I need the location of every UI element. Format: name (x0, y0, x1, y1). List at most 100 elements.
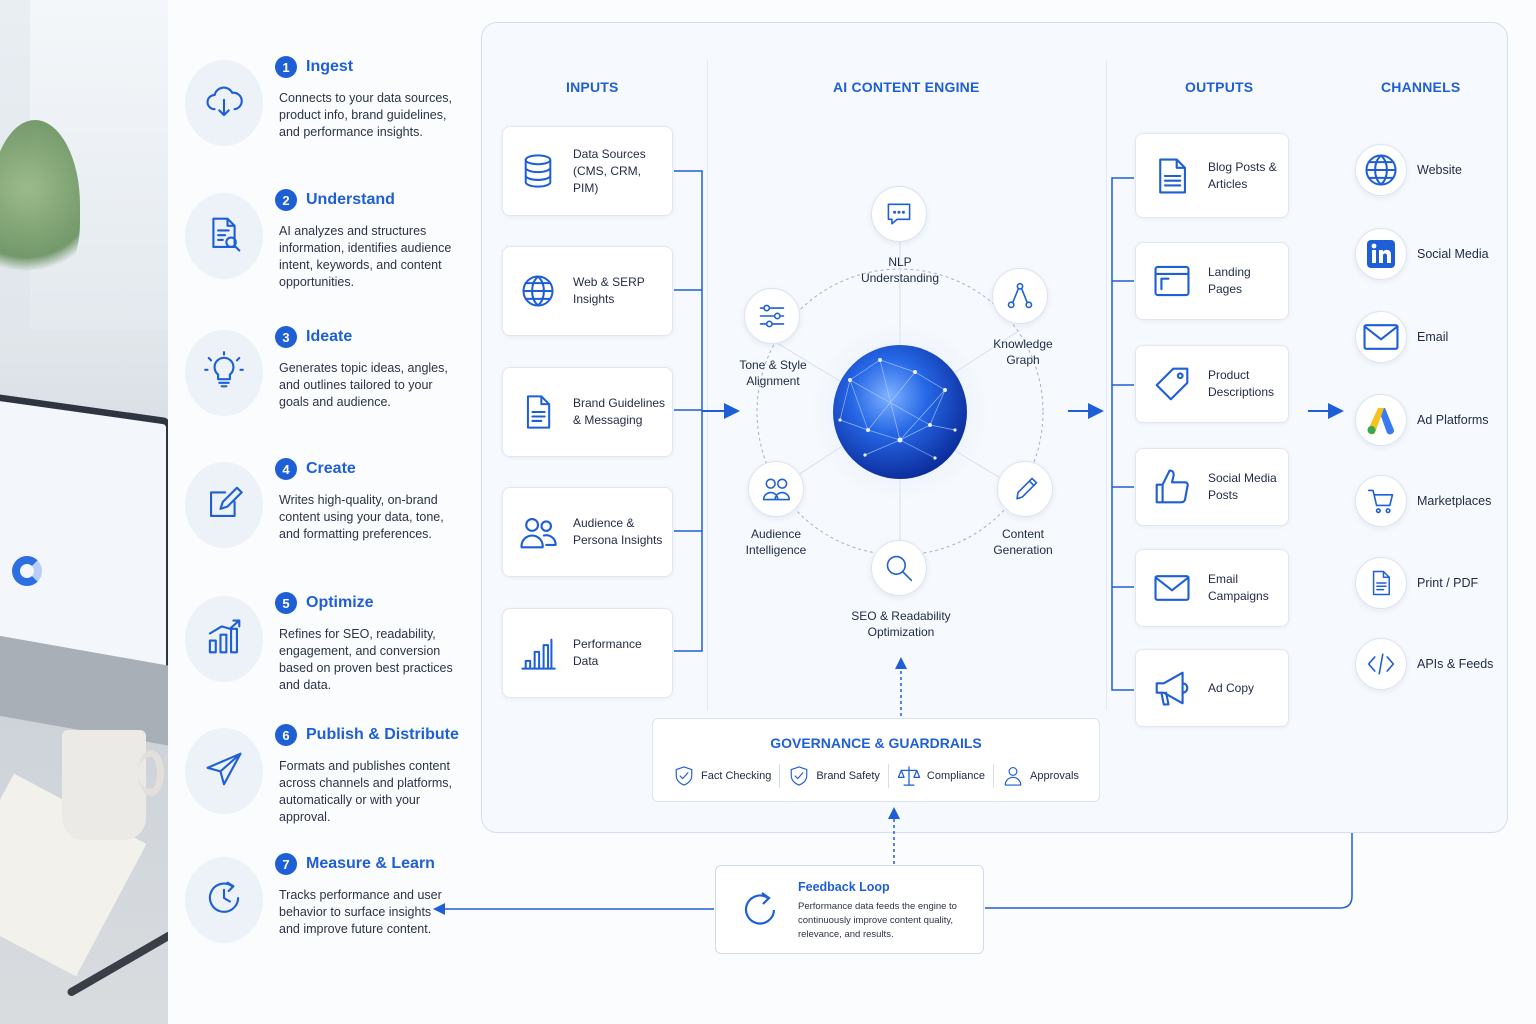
column-divider (707, 60, 708, 710)
governance-item-label: Brand Safety (816, 770, 880, 782)
graph-icon (1005, 281, 1035, 311)
governance-divider (993, 764, 994, 788)
output-card: Email Campaigns (1135, 549, 1289, 627)
engine-node (871, 186, 927, 242)
inputs-heading: INPUTS (566, 79, 619, 95)
envelope-icon (1361, 317, 1401, 357)
shield-check-icon (788, 765, 810, 787)
document-search-icon-circle (185, 193, 263, 279)
step-description: Connects to your data sources, product i… (279, 91, 453, 139)
output-card: Landing Pages (1135, 242, 1289, 320)
article-icon (1136, 156, 1208, 196)
engine-node-label: Tone & Style Alignment (739, 358, 807, 388)
output-label: Email Campaigns (1208, 572, 1269, 603)
input-card: Performance Data (502, 608, 673, 698)
channel-label: Website (1417, 163, 1462, 177)
code-icon (1366, 649, 1396, 679)
step-number: 7 (275, 853, 297, 875)
input-label: Performance Data (573, 637, 642, 668)
browser-icon (1136, 261, 1208, 301)
globe-icon (503, 272, 573, 310)
input-card: Brand Guidelines & Messaging (502, 367, 673, 457)
user-check-icon (1002, 765, 1024, 787)
megaphone-icon (1136, 668, 1208, 708)
engine-node-label: SEO & Readability Optimization (851, 609, 951, 639)
engine-node (992, 268, 1048, 324)
channel-label: Social Media (1417, 247, 1489, 261)
engine-node-label: NLP Understanding (860, 255, 940, 285)
output-label: Product Descriptions (1208, 368, 1275, 399)
document-icon (503, 393, 573, 431)
feedback-title: Feedback Loop (798, 880, 890, 894)
lightbulb-icon-circle (185, 330, 263, 416)
step-number: 1 (275, 56, 297, 78)
input-card: Audience & Persona Insights (502, 487, 673, 577)
governance-box: GOVERNANCE & GUARDRAILS Fact Checking Br… (652, 718, 1100, 802)
refresh-clock-icon (204, 878, 244, 923)
cloud-download-icon (204, 81, 244, 126)
channel-icon-circle (1355, 557, 1407, 609)
shield-check-icon (673, 765, 695, 787)
governance-item: Compliance (897, 764, 985, 788)
step-number: 4 (275, 458, 297, 480)
channel-icon-circle (1355, 144, 1407, 196)
step-title: Ideate (306, 328, 353, 345)
users-icon (503, 512, 573, 552)
input-card: Data Sources (CMS, CRM, PIM) (502, 126, 673, 216)
growth-chart-icon-circle (185, 596, 263, 682)
step-description: Refines for SEO, readability, engagement… (279, 627, 453, 692)
engine-node-label: Audience Intelligence (745, 527, 807, 557)
google-ads-icon (1365, 404, 1397, 436)
governance-divider (779, 764, 781, 788)
background-photo (0, 0, 168, 1024)
governance-item-label: Compliance (926, 770, 985, 782)
pencil-icon (1010, 474, 1040, 504)
step-title: Understand (306, 191, 395, 208)
thumbs-up-icon (1136, 467, 1208, 507)
governance-item: Approvals (1002, 765, 1079, 787)
output-card: Ad Copy (1135, 649, 1289, 727)
step-title: Publish & Distribute (306, 726, 459, 743)
cloud-download-icon-circle (185, 60, 263, 146)
output-label: Landing Pages (1208, 265, 1251, 296)
engine-node-label: Knowledge Graph (993, 337, 1053, 367)
step-description: Generates topic ideas, angles, and outli… (279, 361, 448, 409)
globe-icon (1362, 151, 1400, 189)
channel-label: Marketplaces (1417, 494, 1492, 508)
scales-icon (897, 764, 921, 788)
step-description: AI analyzes and structures information, … (279, 224, 452, 289)
engine-node (997, 461, 1053, 517)
governance-title: GOVERNANCE & GUARDRAILS (770, 735, 982, 751)
column-divider (1106, 60, 1107, 710)
feedback-box: Feedback Loop Performance data feeds the… (715, 865, 984, 954)
cart-icon (1366, 486, 1396, 516)
step-title: Create (306, 460, 356, 477)
governance-item-label: Fact Checking (701, 770, 772, 782)
output-card: Social Media Posts (1135, 448, 1289, 526)
sliders-icon (757, 301, 787, 331)
outputs-heading: OUTPUTS (1185, 79, 1254, 95)
channel-label: Print / PDF (1417, 576, 1479, 590)
step-title: Optimize (306, 594, 374, 611)
output-label: Social Media Posts (1208, 471, 1277, 502)
input-label: Web & SERP Insights (573, 275, 645, 306)
engine-heading: AI CONTENT ENGINE (833, 79, 980, 95)
engine-node-label: Content Generation (993, 527, 1053, 557)
step-title: Ingest (306, 58, 354, 75)
channel-label: Ad Platforms (1417, 413, 1489, 427)
input-label: Data Sources (CMS, CRM, PIM) (573, 146, 646, 195)
step-description: Writes high-quality, on-brand content us… (279, 493, 444, 541)
step-number: 5 (275, 592, 297, 614)
governance-item: Fact Checking (673, 765, 771, 787)
channel-label: APIs & Feeds (1417, 657, 1494, 671)
pdf-document-icon (1367, 569, 1395, 597)
growth-chart-icon (204, 617, 244, 662)
bar-chart-icon (503, 634, 573, 672)
envelope-icon (1136, 568, 1208, 608)
paper-plane-icon (204, 749, 244, 794)
paper-plane-icon-circle (185, 728, 263, 814)
refresh-icon (738, 888, 782, 937)
step-title: Measure & Learn (306, 855, 435, 872)
channel-icon-circle (1355, 228, 1407, 280)
step-description: Formats and publishes content across cha… (279, 759, 453, 824)
